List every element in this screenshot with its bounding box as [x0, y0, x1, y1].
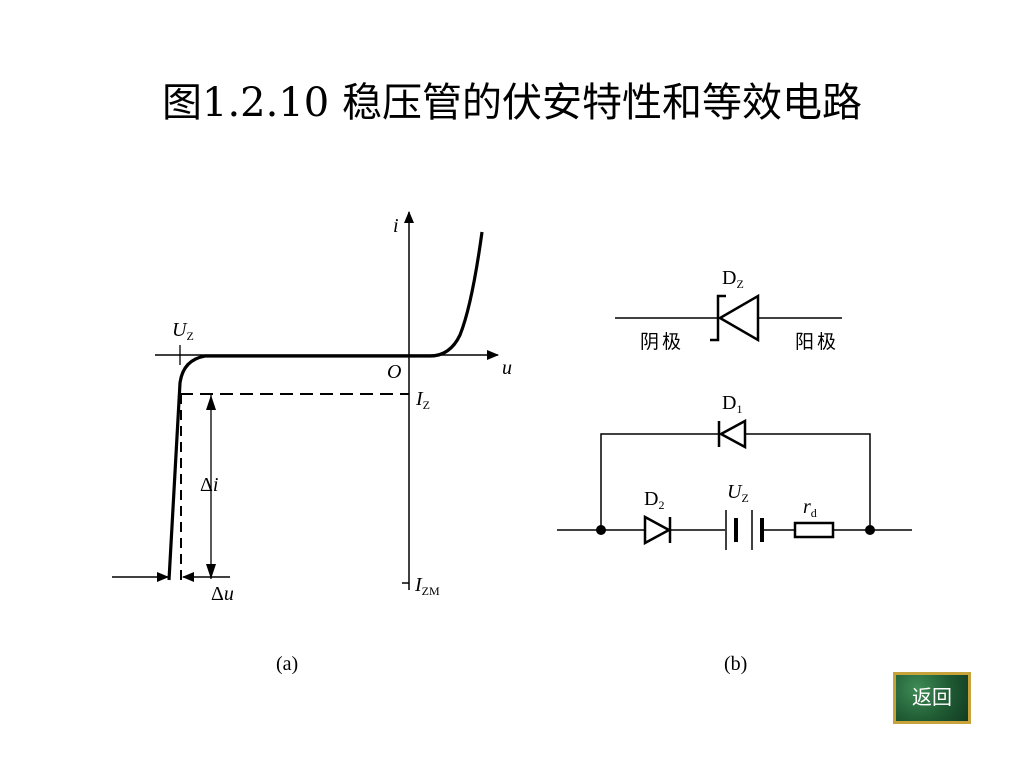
- izm-label: IZM: [414, 574, 440, 598]
- zener-symbol: DZ 阴极 阳极: [615, 267, 842, 353]
- resistor-rd: [793, 521, 835, 539]
- back-button[interactable]: 返回: [893, 672, 971, 724]
- vi-curve: [167, 231, 484, 581]
- u-axis-label: u: [502, 357, 512, 379]
- cathode-label: 阴极: [640, 331, 684, 353]
- origin-label: O: [387, 361, 401, 383]
- anode-label: 阳极: [795, 331, 839, 353]
- junction-left: [596, 525, 606, 535]
- junction-right: [865, 525, 875, 535]
- d1-triangle: [718, 418, 747, 450]
- wire-parallel-branch: [600, 433, 871, 530]
- d2-label: D2: [644, 488, 664, 512]
- slide-title: 图1.2.10 稳压管的伏安特性和等效电路: [162, 80, 862, 126]
- zener-triangle: [717, 293, 760, 343]
- dz-label: DZ: [722, 267, 744, 291]
- delta-i-label: Δi: [200, 474, 218, 496]
- vi-characteristic-plot: i u O UZ IZ IZM Δi Δu (a): [112, 211, 512, 675]
- uz-label: UZ: [172, 319, 194, 343]
- delta-i-arrowhead-bottom: [206, 564, 216, 579]
- d2-triangle: [643, 514, 672, 546]
- caption-a: (a): [276, 653, 298, 675]
- equivalent-circuit: D1 D2 UZ rd (b): [557, 392, 912, 675]
- caption-b: (b): [724, 653, 747, 675]
- rd-label: rd: [803, 496, 817, 520]
- delta-i-arrowhead-top: [206, 395, 216, 410]
- uz-battery-label: UZ: [727, 481, 749, 505]
- d1-label: D1: [722, 392, 742, 416]
- delta-u-label: Δu: [211, 583, 234, 605]
- iz-label: IZ: [415, 388, 430, 412]
- i-axis-label: i: [393, 215, 399, 237]
- zener-bar: [710, 294, 726, 342]
